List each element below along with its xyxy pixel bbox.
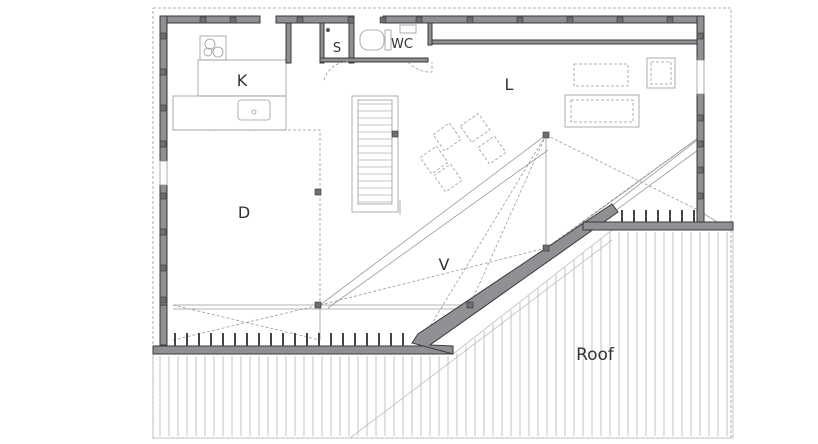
column-marker — [696, 192, 704, 200]
window-right — [696, 59, 705, 95]
wall-left-lower — [159, 184, 168, 306]
column-marker — [696, 140, 704, 148]
column-marker — [415, 16, 423, 24]
kitchen-sink — [237, 99, 271, 121]
wall-top-left — [159, 15, 261, 24]
column-marker — [229, 16, 237, 24]
cooktop — [199, 35, 227, 61]
structural-columns — [159, 16, 704, 309]
column-marker — [566, 16, 574, 24]
label-void: V — [439, 255, 450, 274]
label-roof: Roof — [576, 345, 615, 365]
toilet-fixture — [359, 24, 417, 51]
kitchen-counter — [172, 35, 287, 131]
column-marker — [466, 16, 474, 24]
column-marker — [159, 104, 167, 112]
column-marker — [616, 16, 624, 24]
column-marker — [696, 32, 704, 40]
column-marker — [314, 301, 322, 309]
column-marker — [159, 192, 167, 200]
column-marker — [159, 68, 167, 76]
column-marker — [542, 131, 550, 139]
column-marker — [159, 32, 167, 40]
s-door-swing — [323, 61, 349, 81]
column-marker — [159, 296, 167, 304]
column-marker — [347, 16, 355, 24]
wall-top-mid — [275, 15, 355, 24]
column-marker — [696, 114, 704, 122]
staircase — [351, 95, 399, 213]
chairs — [419, 112, 507, 193]
column-marker — [296, 16, 304, 24]
window-left — [159, 160, 168, 186]
void-lines — [172, 134, 731, 344]
column-marker — [159, 228, 167, 236]
label-living: L — [505, 75, 514, 94]
label-toilet: WC — [391, 37, 413, 52]
label-storage: S — [333, 41, 341, 56]
wc-door-swing — [407, 61, 433, 73]
roof-area — [152, 229, 734, 439]
dining-area-outline — [173, 129, 321, 305]
column-marker — [516, 16, 524, 24]
column-marker — [199, 16, 207, 24]
column-marker — [314, 188, 322, 196]
column-marker — [159, 140, 167, 148]
living-furniture — [564, 57, 676, 128]
label-kitchen: K — [237, 71, 248, 90]
wall-top-right — [382, 15, 704, 24]
coffee-table — [573, 63, 629, 87]
wall-bottom — [152, 345, 454, 355]
label-dining: D — [238, 203, 250, 222]
column-marker — [466, 301, 474, 309]
column-marker — [379, 16, 387, 24]
column-marker — [391, 130, 399, 138]
wall-left-bottom — [159, 304, 168, 346]
column-marker — [159, 264, 167, 272]
balcony-railings — [174, 210, 695, 346]
column-marker — [666, 16, 674, 24]
wall-right-lower — [696, 93, 705, 223]
sofa — [564, 94, 640, 128]
column-marker — [542, 244, 550, 252]
column-marker — [696, 166, 704, 174]
armchair — [646, 57, 676, 89]
